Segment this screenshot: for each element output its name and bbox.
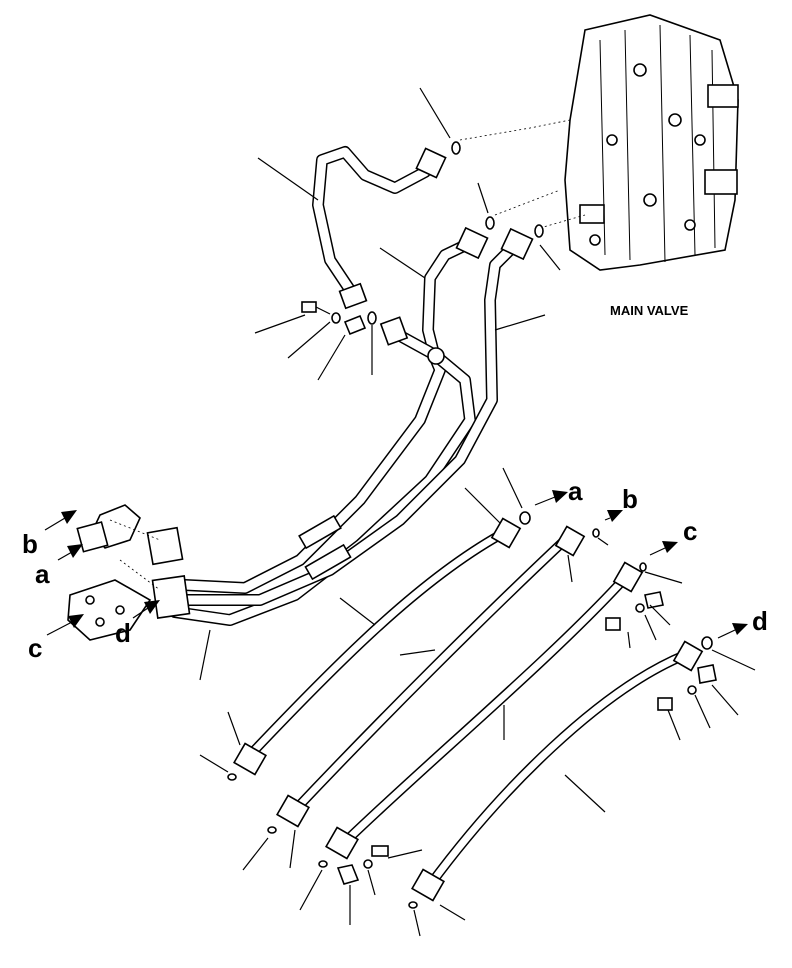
pipe-upper-middle [169, 226, 489, 626]
main-valve-block: MAIN VALVE [564, 14, 739, 318]
pipe-upper-right [169, 227, 534, 606]
hose-4 [411, 640, 704, 902]
callout-c-right: c [683, 516, 697, 546]
left-manifold [67, 504, 191, 641]
callout-a-left: a [35, 559, 50, 589]
callout-d-left: d [115, 618, 131, 648]
main-valve-label: MAIN VALVE [610, 303, 689, 318]
callout-b-left: b [22, 529, 38, 559]
callout-c-left: c [28, 633, 42, 663]
hose-1 [233, 517, 522, 776]
callout-d-right: d [752, 606, 768, 636]
fasteners [227, 141, 717, 909]
hose-2 [276, 525, 586, 828]
callout-arrows [44, 490, 748, 639]
callout-a-right: a [568, 476, 583, 506]
callout-letters: a b c d b a c d [22, 476, 768, 663]
hose-3 [325, 561, 644, 860]
leader-lines [199, 87, 756, 937]
callout-b-right: b [622, 484, 638, 514]
pipe-upper-left [312, 146, 447, 310]
